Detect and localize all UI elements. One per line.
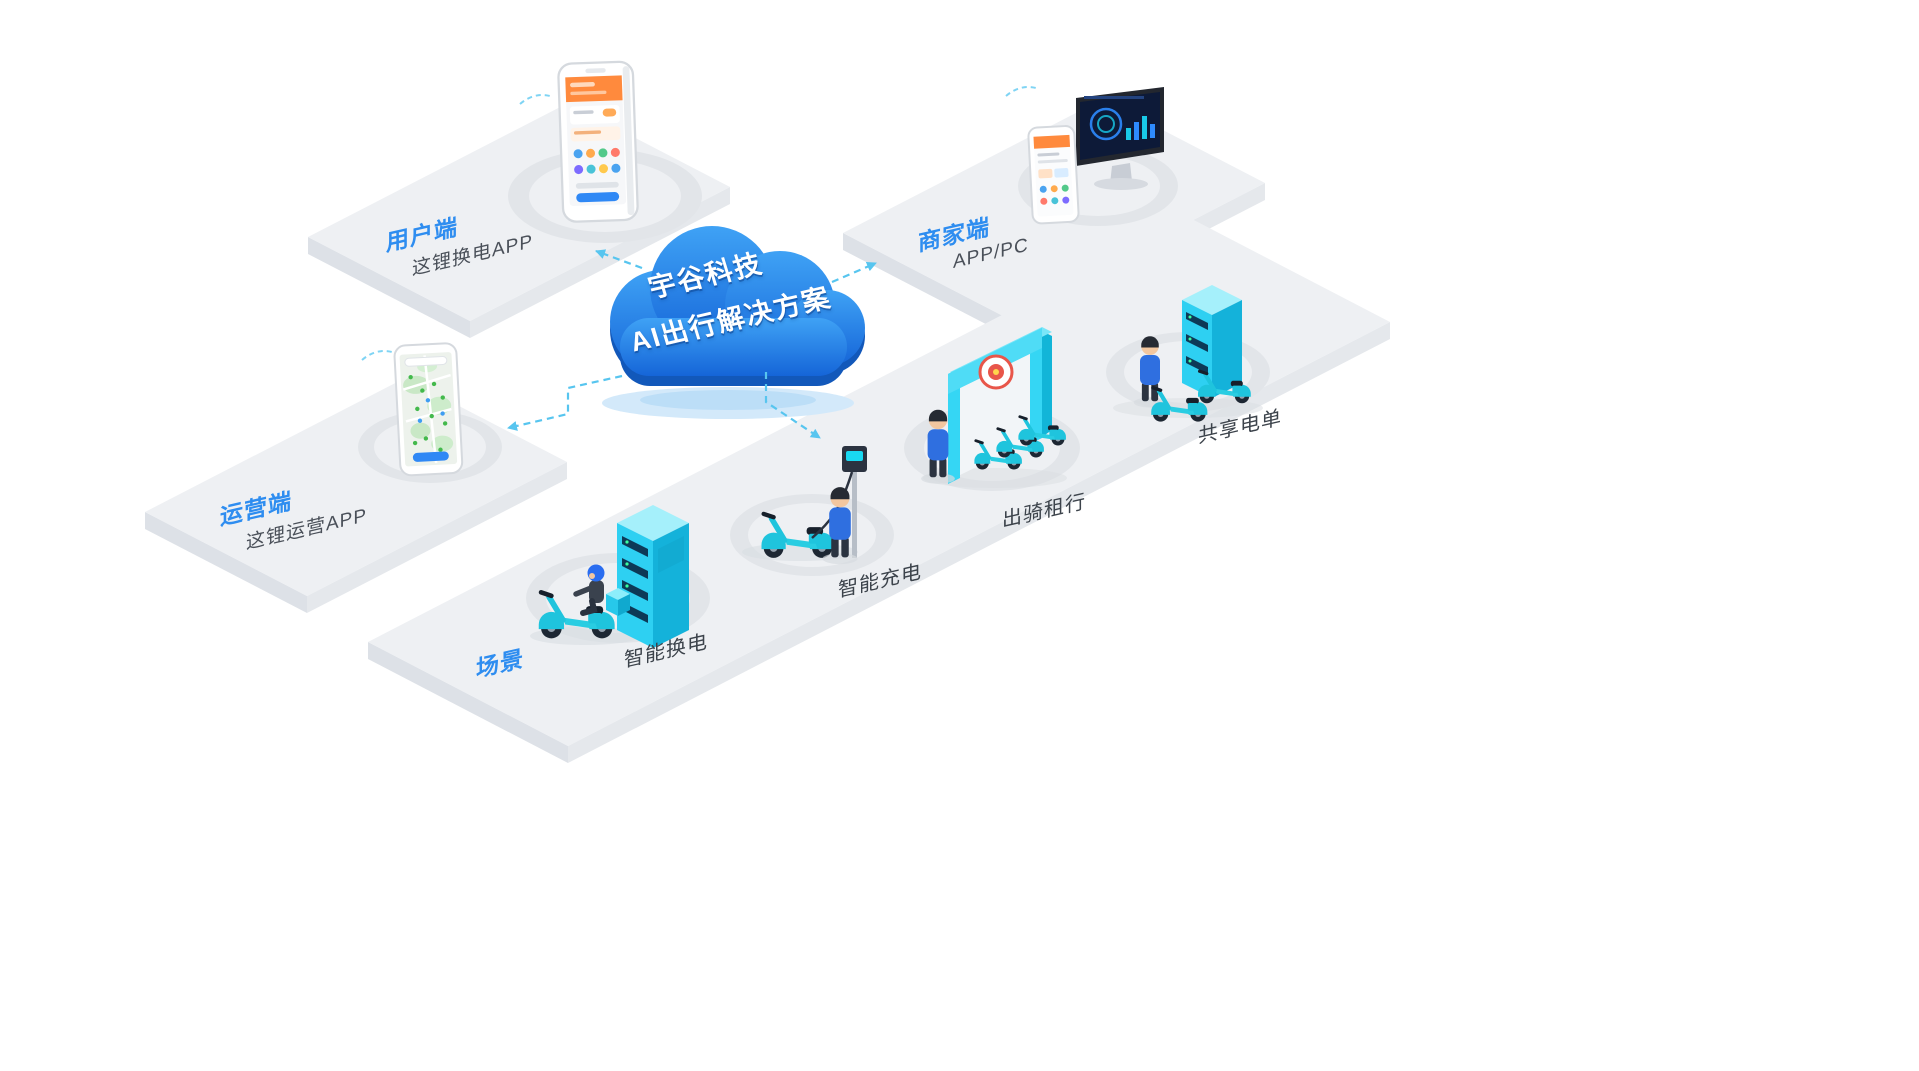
arrow-cloud-to-user: [595, 249, 643, 270]
battery-cabinet-icon: [617, 505, 689, 648]
merchant-monitor-illustration: [1076, 87, 1164, 190]
arrow-cloud-to-merchant: [831, 261, 877, 284]
smart-charging-illustration: [742, 446, 867, 565]
battery-swap-station-illustration: [530, 505, 689, 648]
delivery-rider-icon: [573, 564, 605, 616]
arrow-cloud-to-scene: [764, 372, 821, 439]
connection-arrows: [507, 249, 877, 439]
shared-ebike-illustration: [1113, 285, 1263, 422]
rental-station-illustration: [921, 327, 1068, 488]
sparkle-decoration: [361, 86, 1037, 361]
operator-map-phone-illustration: [393, 342, 464, 477]
merchant-devices-illustration: [1027, 87, 1164, 225]
arrow-cloud-to-operator: [507, 374, 623, 431]
merchant-phone-illustration: [1027, 125, 1080, 225]
cloud-illustration: [602, 226, 865, 419]
delivery-box-icon: [606, 588, 630, 616]
rental-emblem-icon: [978, 354, 1014, 390]
user-app-phone-illustration: [557, 60, 639, 223]
